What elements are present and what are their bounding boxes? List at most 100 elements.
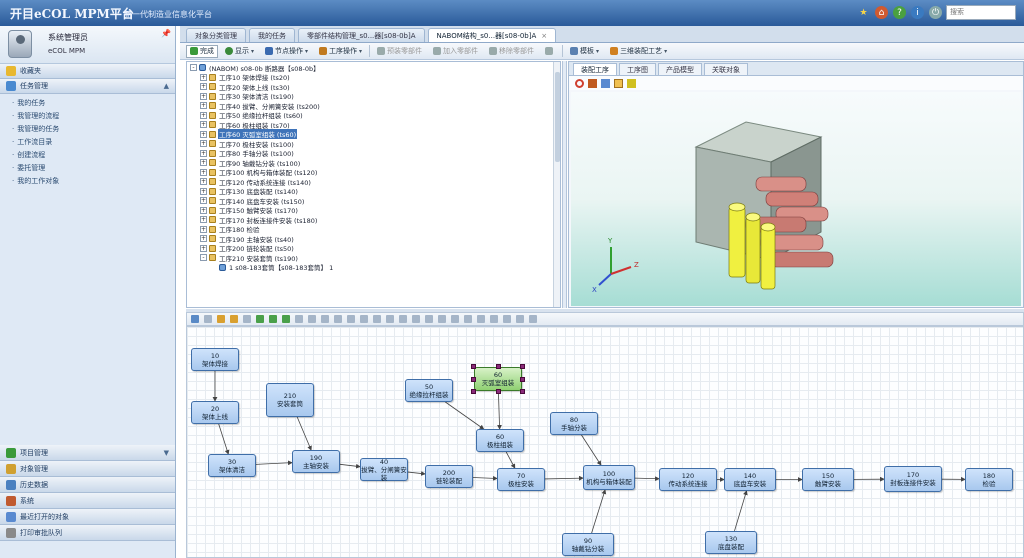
tree-row[interactable]: +工序200 链轮装配 (ts50) bbox=[190, 244, 557, 253]
logout-icon[interactable]: ⏻ bbox=[929, 6, 942, 19]
flow-tool-icon[interactable] bbox=[230, 315, 238, 323]
zoom-box-icon[interactable] bbox=[614, 78, 623, 88]
flow-tool-icon[interactable] bbox=[308, 315, 316, 323]
3d-model-view[interactable]: Y Z X bbox=[571, 92, 1021, 306]
selection-handle[interactable] bbox=[520, 364, 525, 369]
info-icon[interactable]: i bbox=[911, 6, 924, 19]
tree-row[interactable]: +工序30 架体清洁 (ts190) bbox=[190, 92, 557, 101]
flow-tool-icon[interactable] bbox=[243, 315, 251, 323]
toolbar-button[interactable]: 加入零部件 bbox=[429, 45, 482, 58]
close-icon[interactable]: × bbox=[541, 31, 548, 40]
tree-expand-icon[interactable]: + bbox=[200, 197, 207, 205]
tree-row[interactable]: +工序80 手轴分装 (ts100) bbox=[190, 149, 557, 158]
tree-row[interactable]: -工序210 安装套筒 (ts190) bbox=[190, 253, 557, 263]
nav-task-item[interactable]: 委托管理 bbox=[0, 161, 175, 174]
flow-tool-icon[interactable] bbox=[347, 315, 355, 323]
nav-section-item[interactable]: 系统 bbox=[0, 493, 175, 509]
selection-handle[interactable] bbox=[471, 389, 476, 394]
flow-tool-icon[interactable] bbox=[464, 315, 472, 323]
selection-handle[interactable] bbox=[471, 377, 476, 382]
tree-row[interactable]: +工序190 主轴安装 (ts40) bbox=[190, 234, 557, 244]
tree-row[interactable]: +工序140 底盘车安装 (ts150) bbox=[190, 196, 557, 206]
tree-expand-icon[interactable]: + bbox=[200, 83, 207, 91]
nav-task-item[interactable]: 我管理的任务 bbox=[0, 122, 175, 135]
tree-expand-icon[interactable]: + bbox=[200, 73, 207, 81]
help-icon[interactable]: ? bbox=[893, 6, 906, 19]
toolbar-button[interactable]: 预装零部件 bbox=[373, 45, 426, 58]
flow-tool-icon[interactable] bbox=[386, 315, 394, 323]
tree-expand-icon[interactable]: - bbox=[200, 254, 207, 262]
tree-expand-icon[interactable]: - bbox=[190, 64, 197, 72]
nav-favorites[interactable]: 收藏夹 bbox=[0, 64, 175, 79]
preview-tab[interactable]: 工序图 bbox=[619, 63, 656, 75]
tree-scrollbar[interactable] bbox=[553, 62, 560, 307]
preview-tab[interactable]: 产品模型 bbox=[658, 63, 702, 75]
tree-row[interactable]: +工序40 拔臂、分闸簧安装 (ts200) bbox=[190, 101, 557, 111]
tree-expand-icon[interactable]: + bbox=[200, 206, 207, 214]
tree-expand-icon[interactable]: + bbox=[200, 140, 207, 148]
selection-handle[interactable] bbox=[496, 364, 501, 369]
toolbar-button[interactable]: 模板▾ bbox=[566, 45, 603, 58]
flow-tool-icon[interactable] bbox=[490, 315, 498, 323]
tab-item[interactable]: 零部件结构管理_s0...器[s08-0b]A bbox=[298, 28, 425, 42]
tab-item[interactable]: NABOM结构_s0...器[s08-0b]A× bbox=[427, 28, 557, 42]
tree-expand-icon[interactable]: + bbox=[200, 225, 207, 233]
tree-row[interactable]: +工序130 底盘装配 (ts140) bbox=[190, 187, 557, 196]
nav-section-item[interactable]: 历史数据 bbox=[0, 477, 175, 493]
home-icon[interactable]: ⌂ bbox=[875, 6, 888, 19]
tree-expand-icon[interactable]: + bbox=[200, 102, 207, 110]
flow-tool-icon[interactable] bbox=[191, 315, 199, 323]
pane-splitter[interactable] bbox=[562, 61, 567, 308]
nav-task-item[interactable]: 我的任务 bbox=[0, 96, 175, 109]
flow-tool-icon[interactable] bbox=[503, 315, 511, 323]
toolbar-button[interactable]: 三维装配工艺▾ bbox=[606, 45, 671, 58]
preview-tab[interactable]: 关联对象 bbox=[704, 63, 748, 75]
fit-icon[interactable] bbox=[627, 78, 636, 88]
nav-task-item[interactable]: 工作流目录 bbox=[0, 135, 175, 148]
star-icon[interactable]: ★ bbox=[859, 7, 868, 18]
nav-task-item[interactable]: 创建流程 bbox=[0, 148, 175, 161]
tree-expand-icon[interactable]: + bbox=[200, 159, 207, 167]
pan-icon[interactable] bbox=[588, 78, 597, 88]
flow-tool-icon[interactable] bbox=[451, 315, 459, 323]
tree-row[interactable]: +工序150 触臂安装 (ts170) bbox=[190, 206, 557, 215]
selection-handle[interactable] bbox=[471, 364, 476, 369]
flow-tool-icon[interactable] bbox=[321, 315, 329, 323]
flow-tool-icon[interactable] bbox=[217, 315, 225, 323]
tab-item[interactable]: 对象分类管理 bbox=[186, 28, 246, 42]
tree-expand-icon[interactable]: + bbox=[200, 121, 207, 129]
rotate-icon[interactable] bbox=[575, 78, 584, 88]
tree-row[interactable]: +工序90 轴戴钻分装 (ts100) bbox=[190, 158, 557, 168]
tree-row[interactable]: +工序70 极柱安装 (ts100) bbox=[190, 139, 557, 149]
tree-row[interactable]: +工序60 灭弧室组装 (ts60) bbox=[190, 129, 557, 140]
tree-row[interactable]: +工序20 架体上线 (ts30) bbox=[190, 82, 557, 92]
tree-expand-icon[interactable]: + bbox=[200, 244, 207, 252]
selection-handle[interactable] bbox=[520, 377, 525, 382]
nav-task-item[interactable]: 我的工作对象 bbox=[0, 174, 175, 187]
toolbar-button[interactable]: 完成 bbox=[186, 44, 218, 58]
tree-row[interactable]: +工序50 绝缘拉杆组装 (ts60) bbox=[190, 111, 557, 120]
horizontal-splitter[interactable] bbox=[186, 309, 1024, 312]
tree-row[interactable]: +工序120 传动系统连接 (ts140) bbox=[190, 177, 557, 187]
flow-tool-icon[interactable] bbox=[295, 315, 303, 323]
toolbar-button[interactable]: 移除零部件 bbox=[485, 45, 538, 58]
nav-section-item[interactable]: 打印审批队列 bbox=[0, 525, 175, 541]
selection-handle[interactable] bbox=[496, 389, 501, 394]
